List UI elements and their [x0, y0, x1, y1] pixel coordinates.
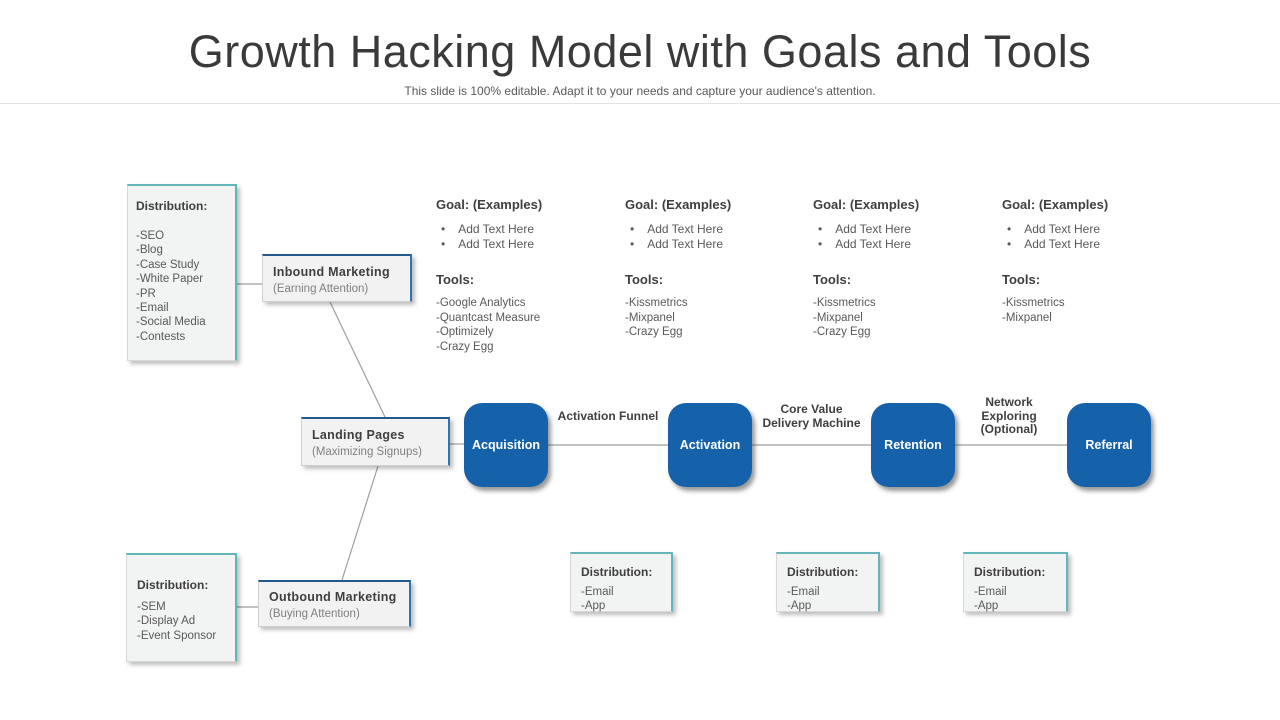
- distribution-heading: Distribution:: [581, 565, 653, 579]
- goal-item: Add Text Here: [813, 222, 989, 237]
- tool-item: -Mixpanel: [625, 311, 675, 324]
- distribution-item: -White Paper: [136, 273, 204, 286]
- bottom-distribution-box-1: Distribution: -Email -App: [570, 552, 673, 612]
- distribution-panel-top: Distribution: -SEO -Blog -Case Study -Wh…: [127, 184, 237, 361]
- distribution-item: -SEM: [137, 601, 166, 613]
- goal-column-activation: Goal: (Examples) Add Text Here Add Text …: [625, 197, 801, 340]
- box-title: Landing Pages: [312, 428, 405, 442]
- tool-item: -Google Analytics: [436, 297, 526, 309]
- stage-box-referral: Referral: [1067, 403, 1151, 487]
- box-note: (Maximizing Signups): [312, 446, 422, 458]
- tools-heading: Tools:: [813, 272, 852, 287]
- tool-item: -Crazy Egg: [625, 326, 683, 338]
- distribution-item: -PR: [136, 287, 156, 300]
- goal-heading: Goal: (Examples): [1002, 197, 1109, 212]
- stage-label: Acquisition: [471, 438, 541, 452]
- bottom-distribution-box-2: Distribution: -Email -App: [776, 552, 880, 612]
- goal-item: Add Text Here: [1002, 237, 1178, 252]
- tool-item: -Kissmetrics: [1002, 297, 1065, 309]
- distribution-heading: Distribution:: [137, 578, 209, 592]
- box-title: Inbound Marketing: [273, 265, 390, 279]
- stage-box-activation: Activation: [668, 403, 752, 487]
- distribution-item: -Contests: [136, 330, 186, 343]
- distribution-item: -Email: [974, 586, 1007, 598]
- page-subtitle: This slide is 100% editable. Adapt it to…: [404, 84, 876, 98]
- tools-heading: Tools:: [625, 272, 664, 287]
- tool-item: -Optimizely: [436, 326, 494, 338]
- goal-column-referral: Goal: (Examples) Add Text Here Add Text …: [1002, 197, 1178, 325]
- goal-item: Add Text Here: [436, 222, 612, 237]
- tool-item: -Crazy Egg: [813, 326, 871, 338]
- header-divider: [0, 103, 1280, 104]
- distribution-item: -Social Media: [136, 316, 206, 329]
- landing-pages-box: Landing Pages (Maximizing Signups): [301, 417, 450, 466]
- distribution-item: -Email: [136, 302, 169, 315]
- distribution-heading: Distribution:: [136, 199, 208, 213]
- distribution-item: -Display Ad: [137, 615, 196, 628]
- inbound-marketing-box: Inbound Marketing (Earning Attention): [262, 254, 412, 302]
- tool-item: -Mixpanel: [813, 311, 863, 324]
- page-title: Growth Hacking Model with Goals and Tool…: [188, 26, 1092, 77]
- tool-item: -Quantcast Measure: [436, 311, 541, 324]
- goal-item: Add Text Here: [625, 222, 801, 237]
- tools-heading: Tools:: [1002, 272, 1041, 287]
- distribution-item: -Blog: [136, 244, 163, 257]
- distribution-panel-bottom: Distribution: -SEM -Display Ad -Event Sp…: [126, 553, 237, 662]
- goal-item: Add Text Here: [1002, 222, 1178, 237]
- box-title: Outbound Marketing: [269, 590, 397, 604]
- stage-label: Referral: [1085, 438, 1133, 452]
- box-note: (Buying Attention): [269, 608, 360, 620]
- goal-item: Add Text Here: [436, 237, 612, 252]
- goal-column-retention: Goal: (Examples) Add Text Here Add Text …: [813, 197, 989, 340]
- tool-item: -Crazy Egg: [436, 340, 494, 353]
- bottom-distribution-box-3: Distribution: -Email -App: [963, 552, 1068, 612]
- stage-box-acquisition: Acquisition: [464, 403, 548, 487]
- goal-heading: Goal: (Examples): [436, 197, 543, 212]
- connector-label-activation-funnel: Activation Funnel: [557, 409, 659, 423]
- goal-column-acquisition: Goal: (Examples) Add Text Here Add Text …: [436, 197, 612, 354]
- connector-label-core-value: Core Value Delivery Machine: [762, 402, 861, 430]
- stage-box-retention: Retention: [871, 403, 955, 487]
- distribution-item: -Case Study: [136, 258, 200, 271]
- distribution-item: -Email: [787, 586, 820, 598]
- distribution-item: -Event Sponsor: [137, 629, 217, 642]
- goal-item: Add Text Here: [813, 237, 989, 252]
- goal-heading: Goal: (Examples): [625, 197, 732, 212]
- box-note: (Earning Attention): [273, 283, 369, 295]
- goal-item: Add Text Here: [625, 237, 801, 252]
- goal-heading: Goal: (Examples): [813, 197, 920, 212]
- tool-item: -Kissmetrics: [813, 297, 876, 309]
- distribution-item: -Email: [581, 586, 614, 598]
- distribution-item: -App: [974, 600, 999, 613]
- tools-heading: Tools:: [436, 272, 475, 287]
- stage-label: Activation: [679, 438, 741, 452]
- distribution-heading: Distribution:: [787, 565, 859, 579]
- stage-label: Retention: [884, 438, 942, 452]
- tool-item: -Kissmetrics: [625, 297, 688, 309]
- outbound-marketing-box: Outbound Marketing (Buying Attention): [258, 580, 411, 627]
- distribution-item: -App: [581, 600, 606, 613]
- distribution-heading: Distribution:: [974, 565, 1046, 579]
- distribution-item: -App: [787, 600, 812, 613]
- distribution-item: -SEO: [136, 230, 165, 242]
- tool-item: -Mixpanel: [1002, 311, 1052, 324]
- connector-label-network-exploring: Network Exploring (Optional): [980, 395, 1038, 436]
